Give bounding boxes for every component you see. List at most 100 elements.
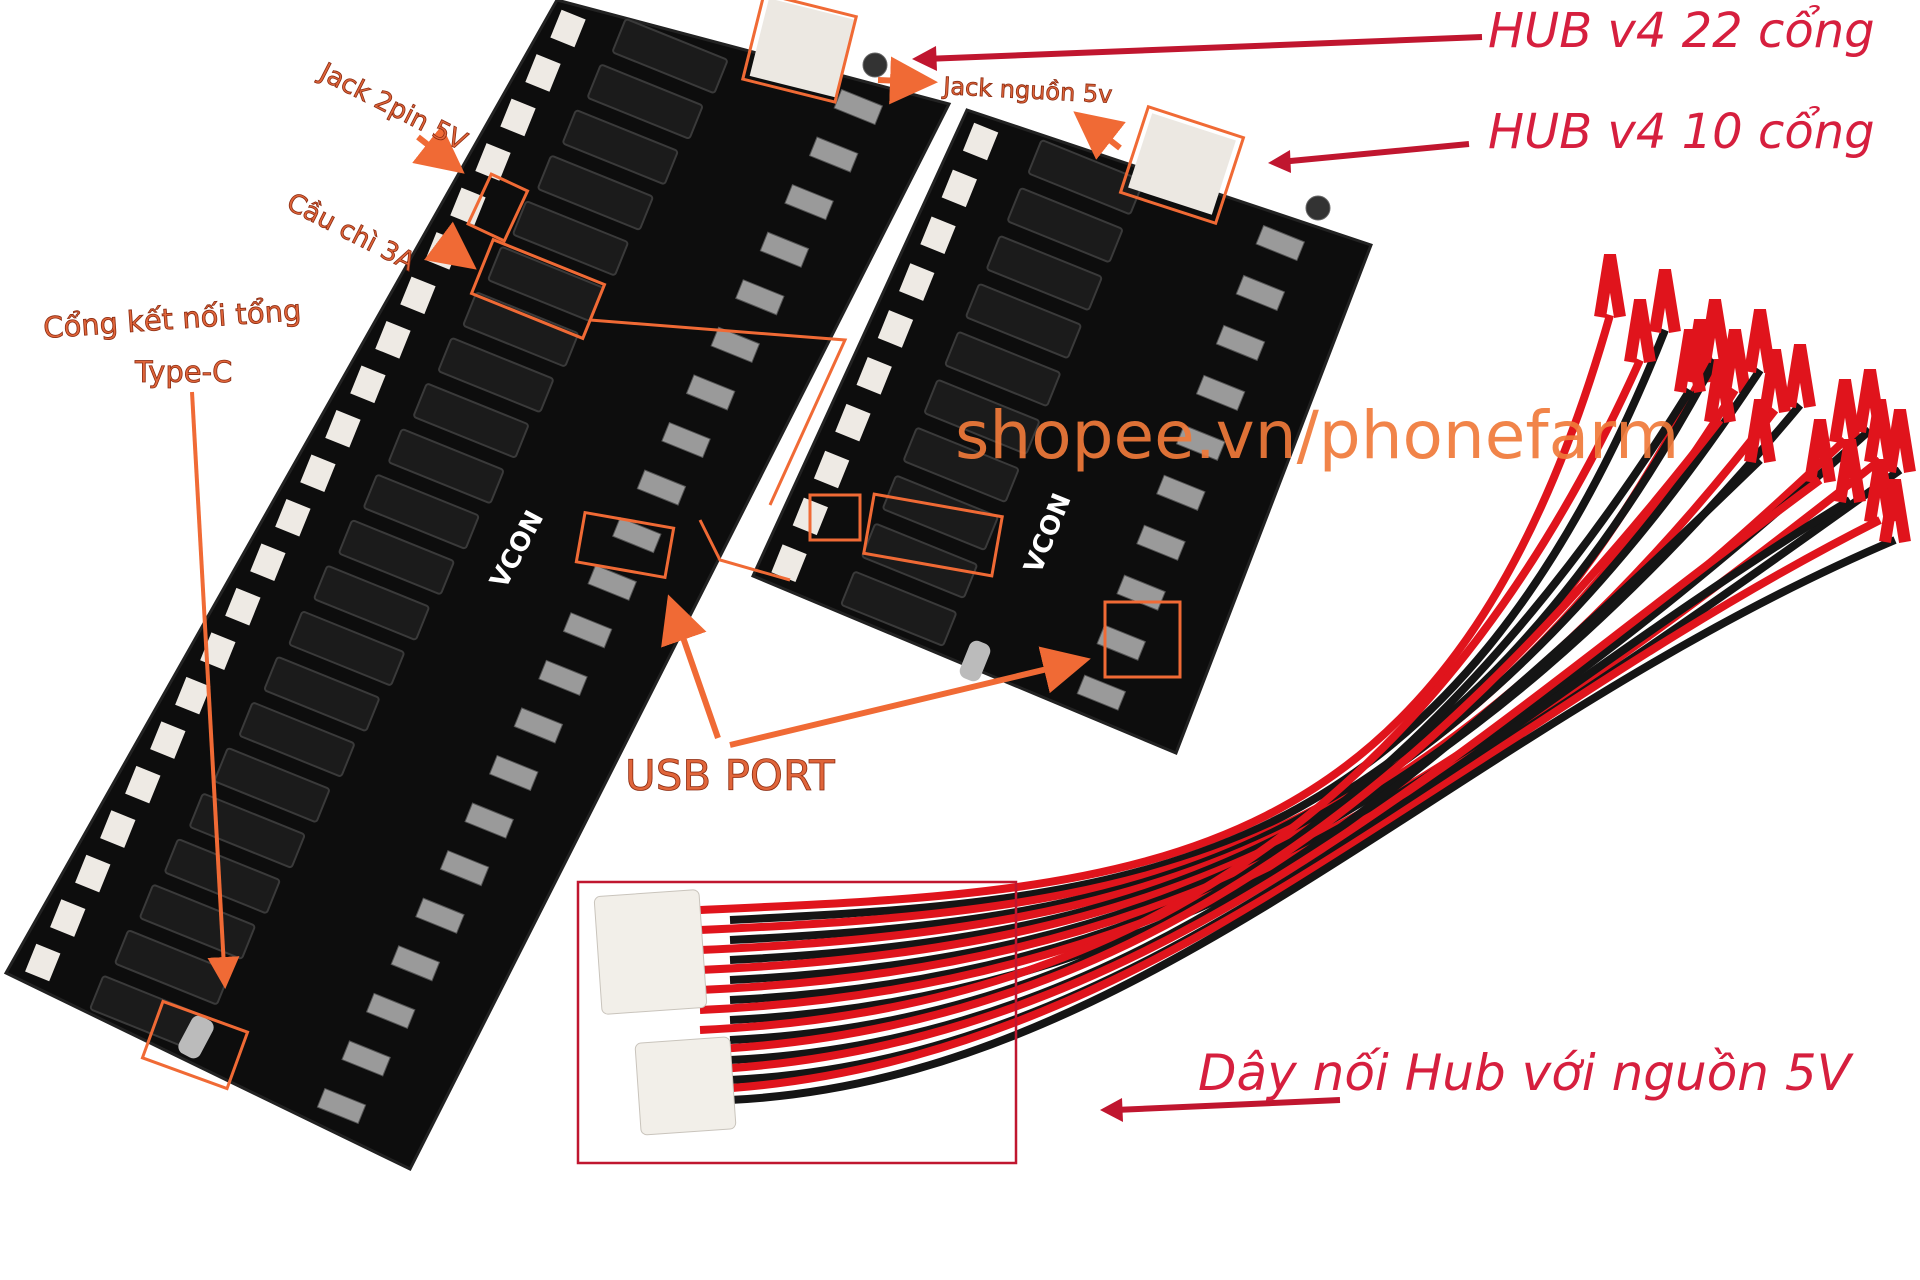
fuse-holder: [388, 428, 504, 504]
usb-port: [685, 374, 736, 411]
label-hub-22: HUB v4 22 cổng: [1488, 3, 1875, 59]
fuse-holder: [861, 523, 978, 599]
fuse-holder: [944, 331, 1061, 407]
typec-port: [959, 640, 991, 682]
wire: [729, 457, 1763, 1064]
jack-2pin-connector: [50, 899, 86, 937]
usb-port: [587, 564, 637, 601]
jack-2pin-connector: [500, 98, 536, 137]
arrow-cable-head: [1100, 1098, 1123, 1122]
usb-port: [562, 612, 613, 649]
hub-10-port-board: VCON: [750, 108, 1373, 755]
usb-port: [415, 897, 465, 934]
usb-port: [612, 516, 662, 554]
usb-port: [759, 231, 810, 268]
spade-terminal: [1699, 299, 1731, 363]
usb-port: [1255, 224, 1306, 262]
arrow-hub22: [924, 34, 1483, 62]
spade-terminal: [1649, 269, 1681, 333]
spade-terminal: [1784, 344, 1816, 408]
wire: [699, 417, 1724, 1054]
usb-port: [1175, 424, 1226, 461]
usb-port: [784, 183, 834, 221]
jack-2pin-connector: [150, 721, 186, 759]
spade-terminal: [1884, 409, 1916, 473]
fuse-holder: [263, 656, 380, 732]
wire: [729, 358, 1719, 944]
jack-2pin-connector: [400, 276, 436, 315]
usb-port: [390, 945, 441, 982]
fuse-holder: [363, 474, 480, 550]
jack-2pin-connector: [877, 310, 914, 348]
orange-arrows: [190, 56, 1126, 989]
fuse-holder: [882, 475, 999, 551]
usb-port: [439, 849, 490, 887]
jack-2pin-connector: [450, 187, 486, 226]
label-typec-line2: Type-C: [134, 355, 232, 389]
label-jack-2pin: Jack 2pin 5V: [313, 57, 472, 158]
arrow-hub10-head: [1268, 150, 1291, 173]
arrow-hub22-head: [912, 46, 937, 71]
spade-terminal: [1759, 349, 1791, 413]
connector-plug-lower: [634, 1036, 737, 1136]
jack-2pin-connector: [325, 410, 361, 448]
label-fuse: Cầu chì 3A: [282, 188, 420, 278]
usb-port: [808, 136, 859, 173]
fuse-holder: [537, 155, 654, 231]
usb-port: [513, 707, 564, 744]
fuse-holder: [903, 427, 1019, 503]
spade-terminal: [1594, 254, 1626, 318]
power-connector-plugs: [593, 889, 737, 1136]
spade-terminal: [1744, 399, 1776, 463]
fuse-holder: [986, 235, 1103, 311]
fuse-holder: [214, 747, 330, 823]
wire: [699, 358, 1644, 1034]
fuse-holder: [840, 571, 957, 647]
jack-2pin-connector: [200, 632, 236, 670]
small-board-power-jack: [1128, 113, 1236, 215]
fuse-holder: [338, 519, 455, 595]
jack-2pin-connector: [771, 544, 807, 582]
large-board-power-jack: [749, 0, 857, 98]
fuse-holder: [438, 337, 554, 413]
wire: [699, 313, 1614, 914]
jack-2pin-connector: [962, 122, 999, 161]
fuse-holder: [512, 200, 629, 276]
jack-2pin-connector: [813, 450, 850, 489]
fuse-holder: [239, 702, 355, 777]
fuse-holder: [288, 611, 405, 686]
jack-2pin-connector: [941, 169, 977, 208]
jack-2pin-connector: [856, 357, 892, 395]
jack-2pin-connector: [300, 454, 336, 493]
capacitor: [1305, 195, 1331, 221]
jack-2pin-connector: [275, 498, 311, 537]
spade-terminal: [1879, 479, 1911, 543]
jack-2pin-connector: [25, 943, 61, 982]
jack-2pin-connector: [525, 54, 561, 92]
label-typec-line1: Cổng kết nối tổng: [42, 293, 302, 345]
fuse-holder: [612, 18, 728, 94]
jack-2pin-connector: [920, 216, 956, 255]
fuse-holder: [1007, 187, 1123, 263]
jack-2pin-connector: [350, 365, 386, 404]
usb-port: [661, 421, 711, 459]
label-cable: Dây nối Hub với nguồn 5V: [1198, 1044, 1855, 1102]
wire: [699, 476, 1823, 1074]
usb-port: [365, 992, 416, 1030]
wire: [729, 427, 1873, 1004]
connector-plug-upper: [593, 889, 708, 1015]
fuse-holder: [965, 283, 1082, 359]
jack-2pin-connector: [550, 9, 586, 48]
fuse-holder: [562, 109, 679, 185]
usb-port: [636, 469, 687, 506]
jack-2pin-connector: [899, 263, 935, 301]
label-jack-power: Jack nguồn 5v: [941, 72, 1113, 109]
fuse-holder: [924, 379, 1040, 455]
typec-port: [178, 1015, 214, 1059]
wire: [729, 536, 1897, 1104]
usb-port: [735, 279, 785, 316]
arrow-cable: [1114, 1097, 1341, 1113]
jack-2pin-connector: [75, 854, 111, 893]
jack-2pin-connector: [375, 321, 411, 359]
usb-port: [833, 88, 884, 126]
